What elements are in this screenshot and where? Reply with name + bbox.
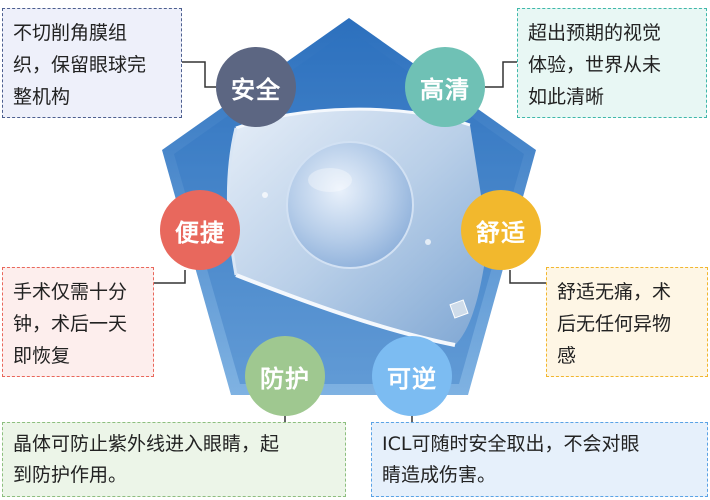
feature-desc-comfort: 舒适无痛，术 后无任何异物 感 [546,267,708,377]
connector-easy [154,270,186,284]
feature-circle-easy: 便捷 [160,190,240,270]
connector-hd [485,61,517,88]
feature-desc-hd: 超出预期的视觉 体验，世界从未 如此清晰 [517,8,707,118]
feature-desc-safe: 不切削角膜组 织，保留眼球完 整机构 [2,8,182,118]
feature-desc-easy: 手术仅需十分 钟，术后一天 即恢复 [2,267,154,377]
feature-label-easy: 便捷 [175,218,225,247]
lens-dome [286,141,414,269]
feature-circle-protect: 防护 [245,336,325,416]
feature-label-protect: 防护 [260,364,310,393]
feature-desc-reversible: ICL可随时安全取出，不会对眼 睛造成伤害。 [371,422,708,497]
feature-circle-safe: 安全 [216,47,296,127]
feature-circle-hd: 高清 [405,47,485,127]
connector-comfort [509,270,546,284]
connector-safe [182,61,216,88]
feature-label-safe: 安全 [231,75,281,104]
feature-circle-reversible: 可逆 [372,336,452,416]
feature-circle-comfort: 舒适 [461,190,541,270]
feature-label-comfort: 舒适 [476,218,526,247]
feature-label-reversible: 可逆 [387,364,437,393]
feature-label-hd: 高清 [420,75,470,104]
feature-desc-protect: 晶体可防止紫外线进入眼睛，起 到防护作用。 [2,422,346,497]
connector-lines [154,61,546,422]
